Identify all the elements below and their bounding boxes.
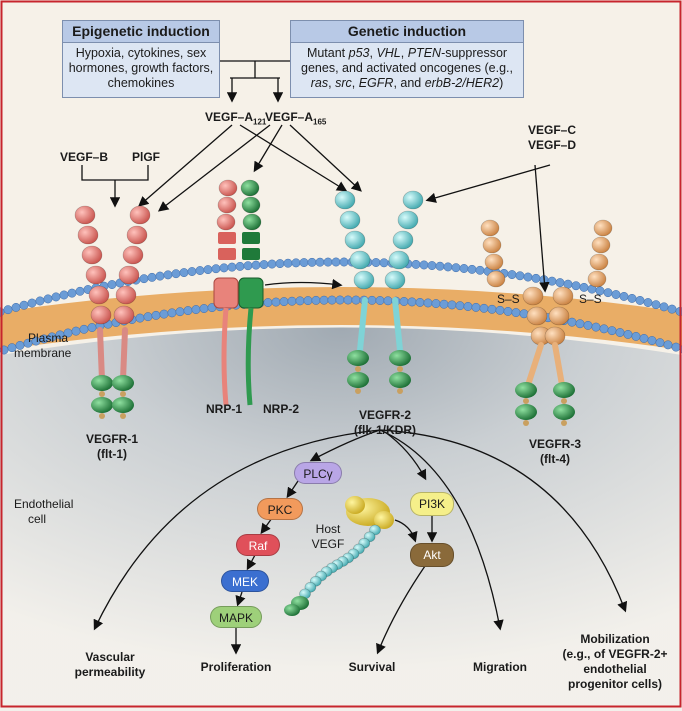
migration-label: Migration: [473, 660, 527, 674]
signaling-arrows: [93, 429, 628, 655]
vascular-label: Vascular: [85, 650, 135, 664]
nrp1-label: NRP-1: [206, 402, 243, 416]
induction-connectors: [220, 60, 290, 103]
vegf-host-label: VEGF: [311, 537, 345, 551]
cell-label: cell: [28, 512, 47, 526]
host-vegf-molecule: [284, 496, 394, 616]
membrane-label: membrane: [14, 346, 72, 360]
genetic-induction-box: Genetic induction Mutant p53, VHL, PTEN-…: [290, 20, 524, 98]
vegfr1-label: VEGFR-1: [85, 432, 139, 446]
survival-label: Survival: [348, 660, 396, 674]
vegfr2-alt-label: (flk-1/KDR): [354, 423, 416, 437]
vegf-a165-label: VEGF–A165: [265, 110, 327, 127]
akt-node: Akt: [410, 543, 454, 567]
ligand-arrows: [81, 124, 551, 293]
vegf-d-label: VEGF–D: [528, 138, 577, 152]
mapk-node: MAPK: [210, 606, 262, 628]
neuropilin-receptors: [213, 179, 264, 406]
vegfr3-receptor: [480, 219, 613, 426]
vegfr1-receptor: [74, 205, 151, 419]
mobilization-label: Mobilization: [580, 632, 650, 646]
epigenetic-induction-box: Epigenetic induction Hypoxia, cytokines,…: [62, 20, 220, 98]
proliferation-label: Proliferation: [200, 660, 272, 674]
mobilization-line4: progenitor cells): [567, 677, 663, 691]
vegf-a121-label: VEGF–A121: [205, 110, 267, 127]
plgf-label: PlGF: [132, 150, 161, 164]
permeability-label: permeability: [74, 665, 146, 679]
disulfide-right-label: S–S: [579, 292, 602, 306]
mek-node: MEK: [221, 570, 269, 592]
endothelial-label: Endothelial: [14, 497, 74, 511]
mobilization-line3: endothelial: [583, 662, 647, 676]
cell-interior: [0, 327, 682, 711]
vegf-b-label: VEGF–B: [60, 150, 109, 164]
genetic-induction-text: Mutant p53, VHL, PTEN-suppressor genes, …: [301, 46, 513, 90]
vegfr2-receptor: [334, 190, 424, 394]
plasma-label: Plasma: [28, 331, 69, 345]
nrp2-label: NRP-2: [263, 402, 300, 416]
plasma-membrane: [0, 257, 682, 355]
vegfr1-alt-label: (flt-1): [97, 447, 127, 461]
vegfr2-label: VEGFR-2: [358, 408, 412, 422]
vegfr3-label: VEGFR-3: [528, 437, 582, 451]
host-label: Host: [315, 522, 341, 536]
disulfide-left-label: S–S: [497, 292, 520, 306]
raf-node: Raf: [236, 534, 280, 556]
genetic-induction-title: Genetic induction: [291, 21, 523, 43]
pi3k-node: PI3K: [410, 492, 454, 516]
plcg-node: PLCγ: [294, 462, 342, 484]
epigenetic-induction-text: Hypoxia, cytokines, sex hormones, growth…: [68, 46, 214, 90]
mobilization-line2: (e.g., of VEGFR-2+: [562, 647, 668, 661]
pkc-node: PKC: [257, 498, 303, 520]
epigenetic-induction-title: Epigenetic induction: [63, 21, 219, 43]
vegfr3-alt-label: (flt-4): [540, 452, 570, 466]
vegf-c-label: VEGF–C: [528, 123, 577, 137]
